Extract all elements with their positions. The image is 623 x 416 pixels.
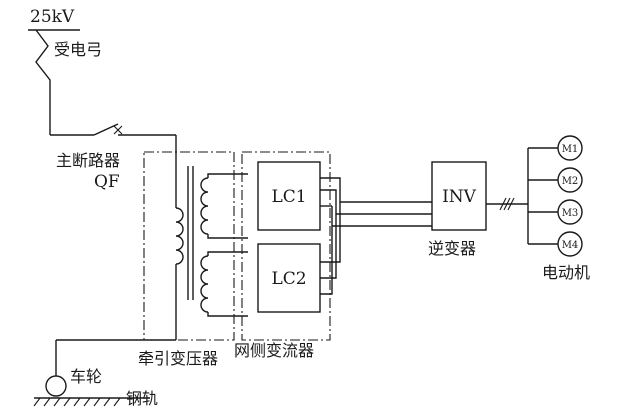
breaker-label: 主断路器: [56, 151, 120, 170]
converter-enclosure: [241, 151, 331, 341]
motor-m2-label: M2: [562, 176, 579, 187]
transformer-enclosure: [143, 151, 235, 341]
lc1-box: [257, 161, 321, 231]
motor-m1-label: M1: [562, 144, 579, 155]
secondary-winding-2: [200, 255, 209, 313]
motor-m4-label: M4: [562, 240, 579, 251]
secondary-1-top-lead: [207, 173, 248, 178]
wheel-label: 车轮: [70, 367, 102, 386]
inverter-label: 逆变器: [428, 239, 476, 258]
dc-link-lc1-top: [320, 177, 432, 203]
dc-link-lc2-bottom: [320, 226, 333, 295]
secondary-2-bottom-lead: [207, 312, 248, 317]
pantograph-symbol: [35, 29, 51, 135]
dc-link-lc2-mid: [320, 214, 337, 279]
converter-label: 网侧变流器: [234, 341, 314, 360]
rail-hatching: [33, 397, 121, 407]
primary-winding: [175, 207, 184, 265]
lc2-label: LC2: [271, 269, 306, 289]
rail-label: 钢轨: [126, 389, 158, 408]
pantograph-label: 受电弓: [54, 40, 102, 59]
breaker-contact: [93, 123, 119, 136]
phase-mark-3: [507, 197, 515, 211]
motor-m3-label: M3: [562, 208, 579, 219]
motor-m1-circle: [557, 135, 583, 161]
phase-mark-2: [503, 197, 511, 211]
breaker-x-mark-b: [113, 125, 123, 135]
secondary-1-bottom-lead: [207, 234, 248, 239]
inv-box: [431, 161, 487, 231]
inv-label: INV: [442, 187, 477, 207]
motor-m2-circle: [557, 167, 583, 193]
motor-m3-circle: [557, 199, 583, 225]
wheel-symbol: [45, 375, 67, 397]
transformer-label: 牵引变压器: [138, 349, 218, 368]
lc1-label: LC1: [271, 187, 306, 207]
motor-group-label: 电动机: [542, 263, 590, 282]
motor-m4-circle: [557, 231, 583, 257]
dc-link-lc1-mid: [320, 189, 432, 215]
secondary-2-top-lead: [207, 251, 248, 256]
dc-link-lc2-top: [320, 202, 341, 263]
phase-mark-1: [499, 197, 507, 211]
voltage-label: 25kV: [30, 7, 75, 27]
secondary-winding-1: [200, 177, 209, 235]
breaker-code-label: QF: [94, 172, 120, 192]
